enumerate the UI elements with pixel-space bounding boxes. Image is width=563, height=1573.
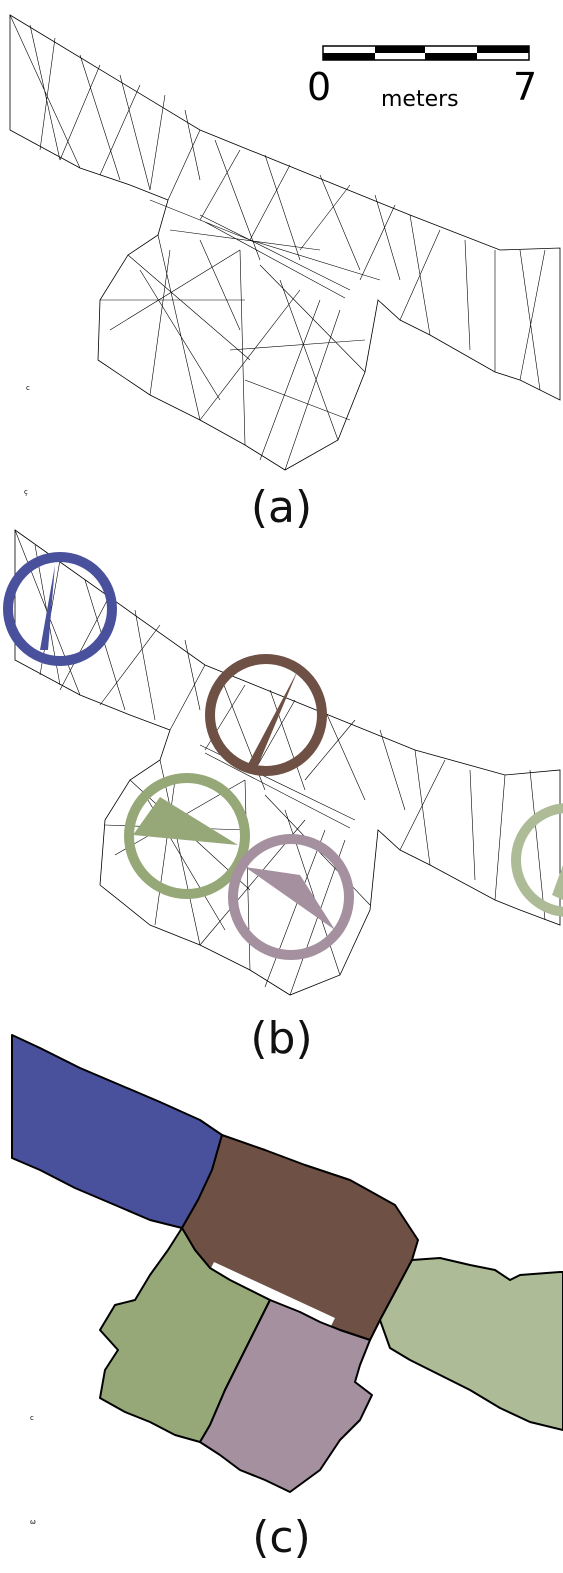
region-mauve	[199, 1299, 373, 1493]
segmentation-map-c	[11, 1034, 563, 1493]
highlight-circles	[3, 552, 563, 960]
caption-c: (c)	[252, 1512, 311, 1563]
stray-mark-4: ω	[30, 1518, 36, 1526]
scale-bar: 0 meters 7	[307, 45, 537, 112]
mesh-lines-a	[9, 14, 546, 471]
highlight-wedge-mauve	[245, 867, 335, 930]
highlight-circle-brown	[205, 654, 327, 776]
highlight-circle-lightgreen	[511, 803, 563, 917]
region-blue	[11, 1034, 223, 1229]
highlight-sliver-blue	[40, 565, 55, 650]
region-green	[99, 1227, 271, 1443]
scale-max-label: 7	[513, 65, 537, 109]
region-lightgreen	[379, 1257, 563, 1431]
highlight-circle-blue	[3, 552, 117, 666]
panel-c: (c)	[0, 1030, 563, 1573]
mesh-outline-a	[9, 14, 561, 471]
highlight-sliver-brown	[245, 670, 298, 770]
scale-unit-label: meters	[381, 87, 459, 112]
highlight-wedge-green	[133, 797, 238, 845]
stray-mark-2: ç	[24, 488, 28, 496]
stray-mark-3: c	[30, 1414, 34, 1422]
caption-b: (b)	[250, 1013, 313, 1064]
triangulation-mesh-a: 0 meters 7	[9, 14, 561, 471]
panel-b: (b)	[0, 525, 563, 1064]
mesh-outline-b	[14, 529, 561, 996]
triangulation-mesh-b	[3, 529, 563, 996]
panel-a: 0 meters 7 (a)	[0, 0, 563, 533]
highlight-wedge-lightgreen	[552, 865, 563, 900]
caption-a: (a)	[250, 482, 313, 533]
scale-min-label: 0	[307, 65, 331, 109]
stray-mark-1: c	[26, 384, 30, 392]
highlight-circle-green	[124, 773, 250, 899]
highlight-circle-mauve	[228, 834, 354, 960]
